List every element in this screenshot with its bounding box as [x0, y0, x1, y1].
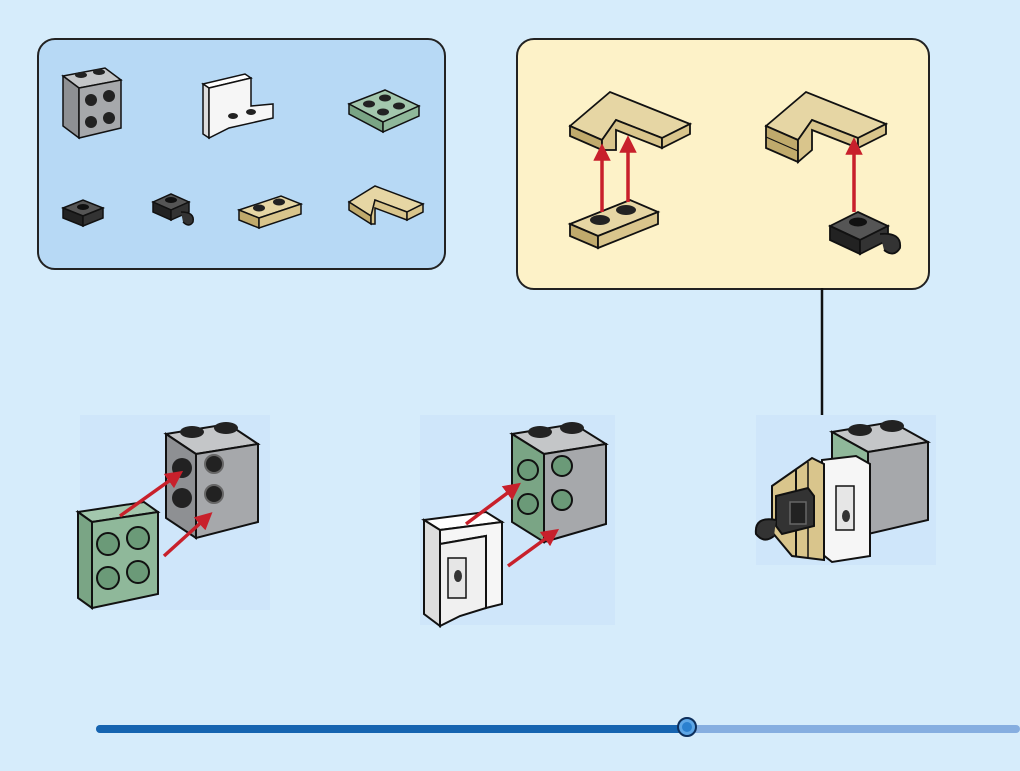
- white-bracket-part: [199, 70, 279, 142]
- tan-corner-plate-part: [345, 180, 427, 230]
- sub-assembly-callout-panel: [516, 38, 930, 290]
- green-plate-2x2-part: [345, 82, 423, 138]
- step-3-assembled-model: [752, 416, 936, 566]
- black-clip-plate-part: [149, 188, 199, 232]
- callout-tan-corner-plate-b: [762, 84, 892, 164]
- callout-black-clip-plate: [826, 204, 906, 260]
- parts-list-panel: [37, 38, 446, 270]
- black-plate-1x1-part: [59, 196, 107, 230]
- grey-brick-2x2-part: [59, 62, 127, 142]
- step-1-arrows: [110, 460, 210, 570]
- progress-handle[interactable]: [677, 717, 697, 737]
- progress-fill: [96, 725, 687, 733]
- progress-bar[interactable]: [96, 725, 1020, 733]
- callout-arrows-left: [588, 140, 648, 220]
- step-2-arrows: [460, 470, 560, 580]
- tan-plate-1x2-part: [235, 188, 307, 232]
